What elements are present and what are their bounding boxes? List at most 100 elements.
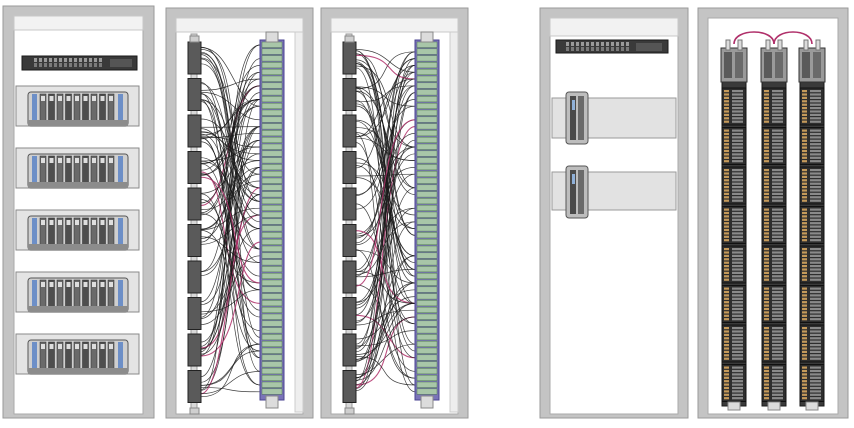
io-channel: [772, 344, 783, 347]
io-channel: [772, 278, 783, 281]
io-channel: [802, 129, 807, 132]
io-channel: [810, 211, 821, 215]
terminal-block: [416, 177, 438, 184]
io-channel: [732, 156, 743, 159]
wire: [200, 343, 261, 398]
io-channel: [732, 107, 743, 110]
terminal-block: [261, 55, 283, 62]
wire: [355, 85, 416, 103]
terminal-block: [416, 150, 438, 157]
io-channel: [810, 172, 821, 175]
io-channel: [810, 235, 821, 238]
io-channel: [732, 120, 743, 123]
io-channel: [810, 383, 821, 386]
io-channel: [810, 143, 821, 146]
io-channel: [724, 278, 729, 281]
shelf-unit-2: [551, 165, 677, 219]
io-channel: [732, 110, 743, 113]
io-module: [342, 260, 357, 294]
terminal-block: [416, 211, 438, 218]
io-channel: [802, 275, 807, 278]
switch-port: [601, 47, 604, 51]
terminal-block: [416, 225, 438, 232]
switch-port: [576, 42, 579, 46]
terminal-block: [261, 62, 283, 69]
terminal-block: [416, 361, 438, 368]
switch-port: [611, 42, 614, 46]
wire: [355, 356, 416, 386]
io-channel: [724, 208, 729, 211]
io-module: [187, 114, 202, 148]
terminal-block: [416, 354, 438, 361]
io-channel: [764, 287, 769, 290]
io-channel: [810, 327, 821, 330]
io-channel: [810, 103, 821, 106]
io-channel: [772, 169, 783, 172]
io-channel: [764, 268, 769, 271]
io-channel: [810, 340, 821, 343]
io-channel: [764, 113, 769, 116]
io-channel: [772, 211, 783, 215]
wire: [200, 350, 261, 386]
switch-port: [571, 42, 574, 46]
terminal-block: [416, 123, 438, 130]
io-channel: [724, 117, 729, 120]
io-channel: [810, 222, 821, 225]
io-channel: [772, 153, 783, 156]
io-channel: [802, 248, 807, 251]
io-channel: [724, 139, 729, 142]
terminal-block: [416, 82, 438, 89]
wire: [200, 118, 261, 202]
io-module: [187, 187, 202, 221]
network-switch: [21, 55, 138, 71]
io-channel: [802, 107, 807, 110]
io-channel: [732, 376, 743, 379]
wire: [355, 119, 416, 350]
card-label: [83, 344, 88, 349]
card-label: [49, 96, 54, 101]
io-channel: [724, 232, 729, 235]
terminal-block: [261, 164, 283, 171]
terminal-block: [416, 218, 438, 225]
io-channel: [732, 160, 743, 163]
terminal-block: [261, 272, 283, 279]
io-channel: [764, 261, 769, 264]
io-channel: [732, 96, 743, 99]
io-channel: [772, 192, 783, 195]
switch-port: [581, 42, 584, 46]
io-channel: [724, 196, 729, 199]
terminal-block: [416, 368, 438, 375]
wire: [200, 131, 261, 155]
io-channel: [732, 192, 743, 195]
io-channel: [764, 139, 769, 142]
io-channel: [802, 146, 807, 149]
io-channel: [810, 117, 821, 120]
card-label: [83, 158, 88, 163]
terminal-block: [261, 238, 283, 245]
wire: [355, 173, 416, 177]
io-channel: [724, 120, 729, 123]
io-channel: [802, 232, 807, 235]
io-channel: [732, 222, 743, 225]
io-channel: [724, 376, 729, 379]
io-channel: [724, 146, 729, 149]
io-channel: [732, 347, 743, 350]
io-channel: [732, 383, 743, 386]
io-module: [187, 260, 202, 294]
io-channel: [772, 254, 783, 257]
terminal-block: [261, 279, 283, 286]
io-channel: [802, 337, 807, 340]
io-module: [342, 114, 357, 148]
io-channel: [732, 211, 743, 215]
wire: [355, 153, 416, 316]
wire: [355, 71, 416, 382]
switch-port: [89, 63, 92, 67]
card-label: [109, 158, 113, 163]
io-channel: [764, 254, 769, 257]
io-channel: [810, 110, 821, 113]
io-channel: [810, 254, 821, 257]
io-channel: [724, 366, 729, 369]
card-label: [66, 282, 71, 287]
card-label: [92, 282, 96, 287]
io-channel: [764, 196, 769, 199]
